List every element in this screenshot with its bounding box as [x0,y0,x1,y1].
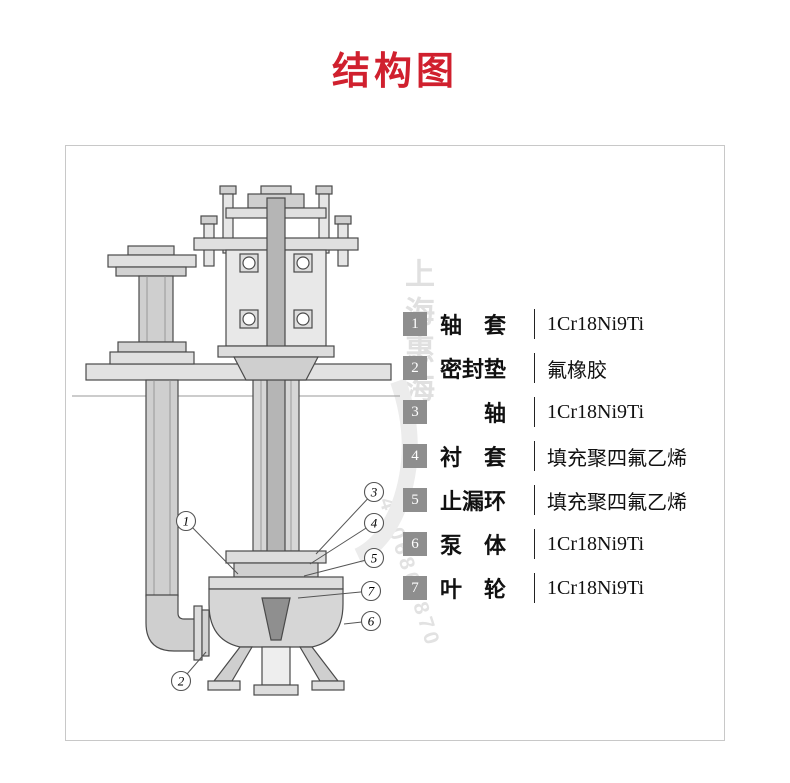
part-number-badge: 1 [403,312,427,336]
callouts: 1 2 3 4 5 7 6 [170,481,385,692]
part-material: 1Cr18Ni9Ti [547,532,645,555]
callout-6: 6 [360,610,382,632]
name-material-divider [534,441,535,471]
part-name: 密封垫 [440,357,507,382]
impeller [261,597,291,641]
suction-mouth [261,646,291,686]
svg-text:6: 6 [368,614,375,629]
part-name: 轴 套 [440,313,507,338]
part-name: 衬 套 [440,445,507,470]
discharge-pipe [145,379,210,661]
parts-table-row: 4 衬 套 填充聚四氟乙烯 [403,434,687,478]
diagram-panel: 上海惠海 4006801870 [65,145,725,741]
part-material: 氟橡胶 [547,359,607,382]
part-material: 填充聚四氟乙烯 [547,447,687,470]
parts-table-row: 3 轴 1Cr18Ni9Ti [403,390,687,434]
part-name: 泵 体 [440,533,507,558]
part-number-badge: 3 [403,400,427,424]
parts-table-row: 7 叶 轮 1Cr18Ni9Ti [403,566,687,610]
stuffing-box [217,345,335,381]
name-material-divider [534,529,535,559]
name-material-divider [534,353,535,383]
bearings [239,253,313,329]
name-material-divider [534,397,535,427]
callout-1: 1 [175,510,197,532]
part-number-badge: 2 [403,356,427,380]
shaft-stub [260,185,292,195]
pump-drawing [72,185,400,696]
svg-text:2: 2 [178,674,185,689]
part-material: 1Cr18Ni9Ti [547,576,645,599]
parts-table-row: 2 密封垫 氟橡胶 [403,346,687,390]
part-material: 填充聚四氟乙烯 [547,491,687,514]
callout-2: 2 [170,670,192,692]
part-number-badge: 5 [403,488,427,512]
svg-text:3: 3 [370,485,378,500]
page-title: 结构图 [331,51,458,93]
part-material: 1Cr18Ni9Ti [547,312,645,335]
part-name: 轴 [440,401,507,426]
part-number-badge: 6 [403,532,427,556]
part-material: 1Cr18Ni9Ti [547,400,645,423]
parts-table-row: 1 轴 套 1Cr18Ni9Ti [403,302,687,346]
callout-leaders [180,491,375,682]
name-material-divider [534,485,535,515]
watermark-swoosh [354,378,418,564]
name-material-divider [534,309,535,339]
part-name: 止漏环 [440,489,507,514]
part-number-badge: 7 [403,576,427,600]
discharge-outlet [107,245,197,365]
part-name: 叶 轮 [440,577,507,602]
callout-5: 5 [363,547,385,569]
part-number-badge: 4 [403,444,427,468]
pump-casing [207,550,345,696]
parts-table-row: 6 泵 体 1Cr18Ni9Ti [403,522,687,566]
callout-7: 7 [360,580,382,602]
svg-text:1: 1 [183,514,190,529]
svg-text:5: 5 [371,551,378,566]
svg-text:7: 7 [368,584,375,599]
svg-text:4: 4 [371,516,378,531]
callout-3: 3 [363,481,385,503]
name-material-divider [534,573,535,603]
parts-table: 1 轴 套 1Cr18Ni9Ti 2 密封垫 氟橡胶 3 轴 1Cr18Ni9T… [403,302,687,610]
elbow-flange [193,605,203,661]
parts-table-row: 5 止漏环 填充聚四氟乙烯 [403,478,687,522]
pump-structure-diagram: 1 2 3 4 5 7 6 [72,185,418,696]
callout-4: 4 [363,512,385,534]
